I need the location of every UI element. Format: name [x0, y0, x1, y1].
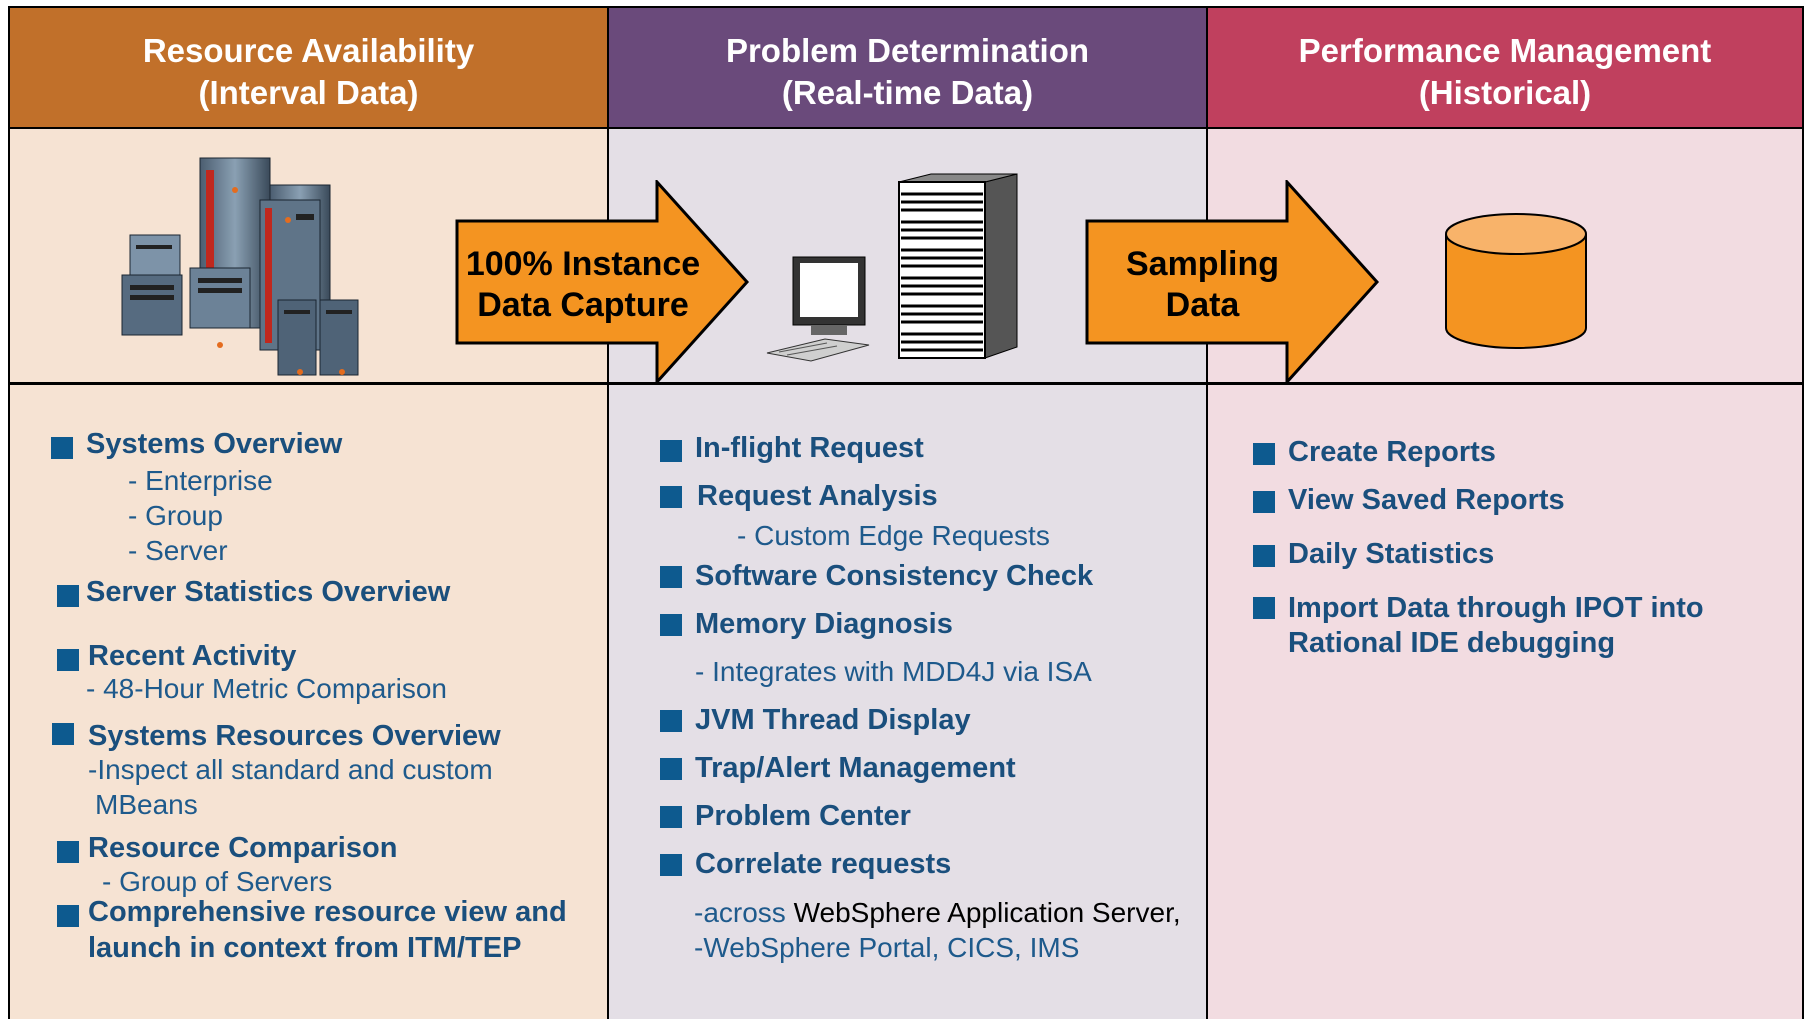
trap-alert-management: Trap/Alert Management — [695, 752, 1016, 784]
col2-title-line1: Problem Determination — [725, 32, 1090, 69]
workstation-icon — [766, 256, 870, 362]
comprehensive-line1: Comprehensive resource view and — [88, 896, 567, 928]
bullet-icon — [660, 440, 682, 462]
col2-title-line2: (Real-time Data) — [781, 74, 1034, 111]
correlate-requests: Correlate requests — [695, 848, 952, 880]
server-cluster-icon — [121, 157, 359, 376]
inspect-line2: MBeans — [95, 789, 198, 820]
bullet-icon — [660, 486, 682, 508]
database-icon — [1445, 213, 1587, 349]
server-statistics-overview: Server Statistics Overview — [86, 576, 451, 608]
websphere-portal-line: -WebSphere Portal, CICS, IMS — [694, 932, 1080, 963]
capture-arrow-label: 100% Instance Data Capture — [458, 244, 708, 326]
col3-title-line1: Performance Management — [1298, 32, 1712, 69]
across-line: -across WebSphere Application Server, — [694, 897, 1181, 929]
server: - Server — [128, 535, 228, 566]
custom-edge-requests: - Custom Edge Requests — [737, 520, 1050, 551]
capture-arrow — [455, 180, 750, 385]
integrates-mdd4j: - Integrates with MDD4J via ISA — [695, 656, 1092, 687]
bullet-icon — [52, 723, 74, 745]
daily-statistics: Daily Statistics — [1288, 538, 1495, 570]
create-reports: Create Reports — [1288, 436, 1496, 468]
server-tower-icon — [898, 173, 1018, 359]
import-data-line1: Import Data through IPOT into — [1288, 592, 1704, 624]
capture-arrow-line2: Data Capture — [477, 286, 689, 324]
bullet-icon — [57, 649, 79, 671]
resource-comparison: Resource Comparison — [88, 832, 398, 864]
bullet-icon — [1253, 545, 1275, 567]
bullet-icon — [57, 841, 79, 863]
bullet-icon — [660, 614, 682, 636]
bullet-icon — [660, 854, 682, 876]
systems-overview: Systems Overview — [86, 428, 343, 460]
inflight-request: In-flight Request — [695, 432, 924, 464]
inspect-line1: -Inspect all standard and custom — [88, 754, 493, 785]
problem-center: Problem Center — [695, 800, 911, 832]
col1-title-line1: Resource Availability — [142, 32, 475, 69]
enterprise: - Enterprise — [128, 465, 273, 496]
bullet-icon — [660, 710, 682, 732]
col1-header: Resource Availability (Interval Data) — [8, 6, 607, 128]
comprehensive-line2: launch in context from ITM/TEP — [88, 932, 522, 964]
col2-header: Problem Determination (Real-time Data) — [607, 6, 1206, 128]
col1-title-line2: (Interval Data) — [198, 74, 419, 111]
request-analysis: Request Analysis — [697, 480, 938, 512]
bullet-icon — [57, 585, 79, 607]
bullet-icon — [660, 758, 682, 780]
col3-title-line2: (Historical) — [1418, 74, 1592, 111]
bullet-icon — [660, 566, 682, 588]
header-divider — [8, 127, 1804, 129]
group-of-servers: - Group of Servers — [102, 866, 333, 897]
view-saved-reports: View Saved Reports — [1288, 484, 1565, 516]
jvm-thread-display: JVM Thread Display — [695, 704, 971, 736]
row-divider — [8, 382, 1804, 385]
systems-resources-overview: Systems Resources Overview — [88, 720, 501, 752]
metric-comparison: - 48-Hour Metric Comparison — [86, 673, 447, 704]
bullet-icon — [1253, 491, 1275, 513]
sampling-arrow — [1085, 180, 1380, 385]
import-data-line2: Rational IDE debugging — [1288, 627, 1616, 659]
bullet-icon — [51, 437, 73, 459]
bullet-icon — [660, 806, 682, 828]
capture-arrow-line1: 100% Instance — [465, 245, 701, 283]
bullet-icon — [1253, 597, 1275, 619]
col3-header: Performance Management (Historical) — [1206, 6, 1804, 128]
across-prefix: -across — [694, 897, 794, 928]
group: - Group — [128, 500, 223, 531]
recent-activity: Recent Activity — [88, 640, 297, 672]
sampling-arrow-line1: Sampling — [1125, 245, 1280, 283]
software-consistency-check: Software Consistency Check — [695, 560, 1094, 592]
memory-diagnosis: Memory Diagnosis — [695, 608, 953, 640]
bullet-icon — [1253, 443, 1275, 465]
bullet-icon — [57, 905, 79, 927]
sampling-arrow-label: Sampling Data — [1095, 244, 1310, 326]
across-websphere: WebSphere Application Server, — [793, 897, 1181, 928]
sampling-arrow-line2: Data — [1165, 286, 1240, 324]
